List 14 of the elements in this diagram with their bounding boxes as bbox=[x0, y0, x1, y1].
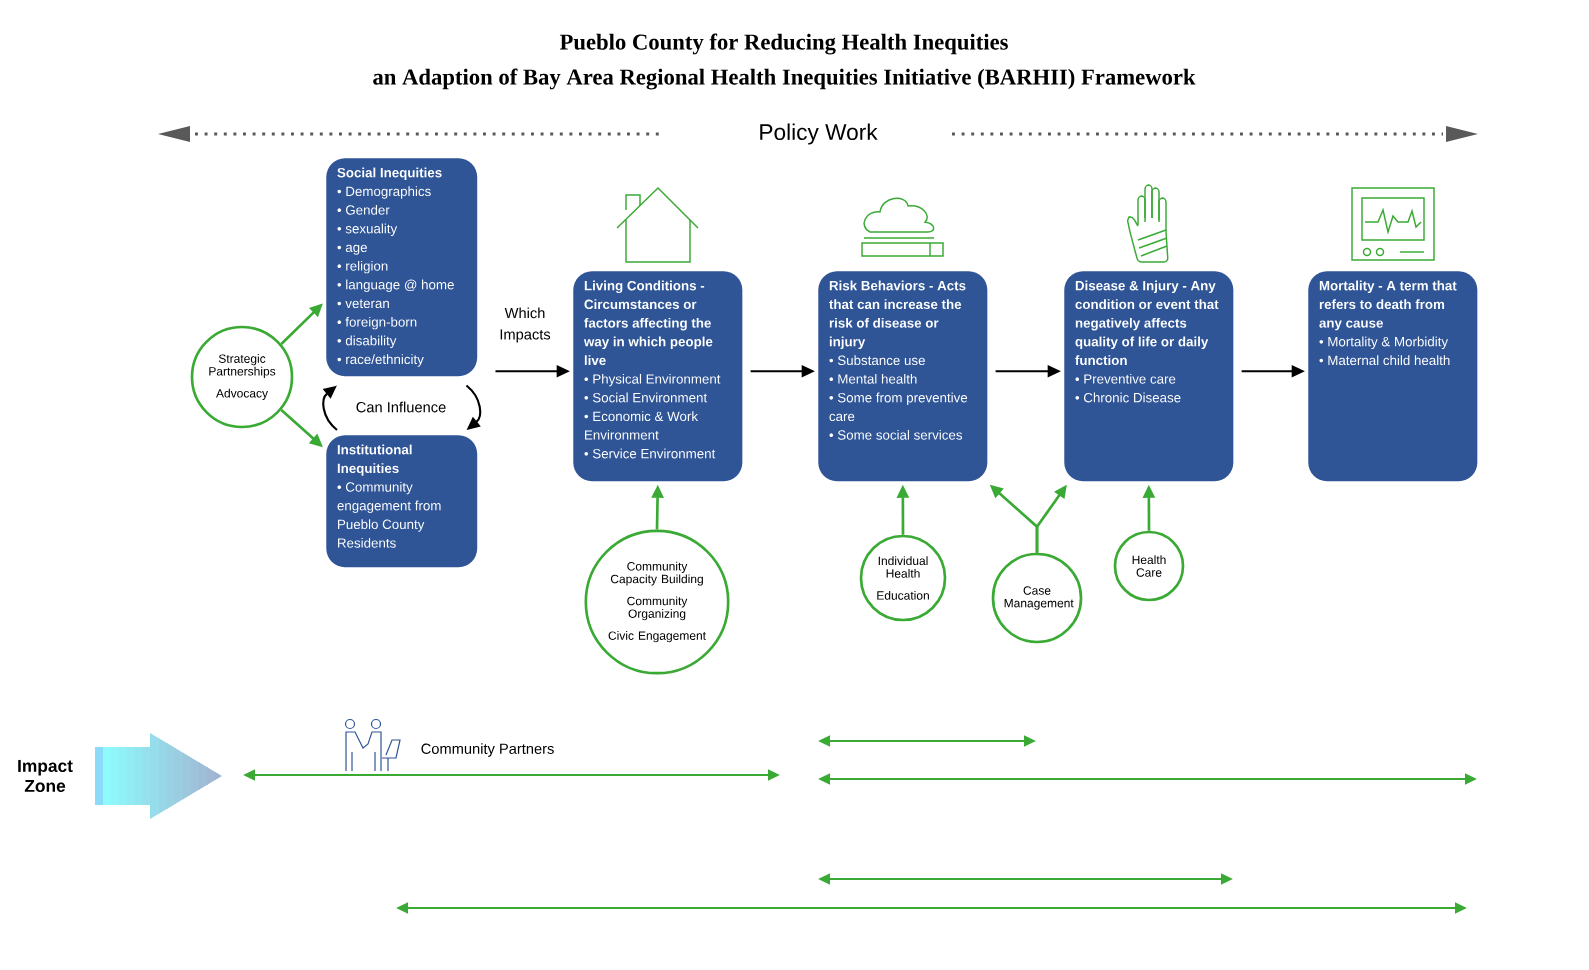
label: Community Partners bbox=[421, 743, 554, 757]
process-box: Mortality - A term that refers to death from any cause • Mortality & Morbidity • Maternal child health bbox=[1308, 271, 1478, 482]
arrow bbox=[465, 384, 482, 430]
label: Can Influence bbox=[354, 400, 448, 414]
process-box: Living Conditions - Circumstances or factors affecting the way in which people live • Physical Environment • Social Environment • Economic & Work Environment • Service Environment bbox=[573, 271, 743, 482]
process-box: Social Inequities • Demographics • Gender • sexuality • age • religion • language @ home • veteran • foreign-born • disability • race/ethnicity bbox=[326, 158, 478, 377]
diagram-title: Pueblo County for Reducing Health Inequities bbox=[559, 33, 1008, 55]
edge-label: Which Impacts bbox=[490, 306, 560, 344]
process-box: Disease & Injury - Any condition or event that negatively affects quality of life or daily function • Preventive care • Chronic Disease bbox=[1064, 271, 1234, 482]
heading: Policy Work bbox=[760, 123, 878, 145]
process-box: Risk Behaviors - Acts that can increase the risk of disease or injury • Substance use • Mental health • Some from preventive care • Some social services bbox=[818, 271, 988, 482]
process-box: Institutional Inequities • Community engagement from Pueblo County Residents bbox=[326, 435, 478, 568]
title: an Adaption of Bay Area Regional Health Inequities Initiative (BARHII) Framework bbox=[373, 68, 1196, 90]
label: Impact Zone bbox=[18, 759, 73, 793]
